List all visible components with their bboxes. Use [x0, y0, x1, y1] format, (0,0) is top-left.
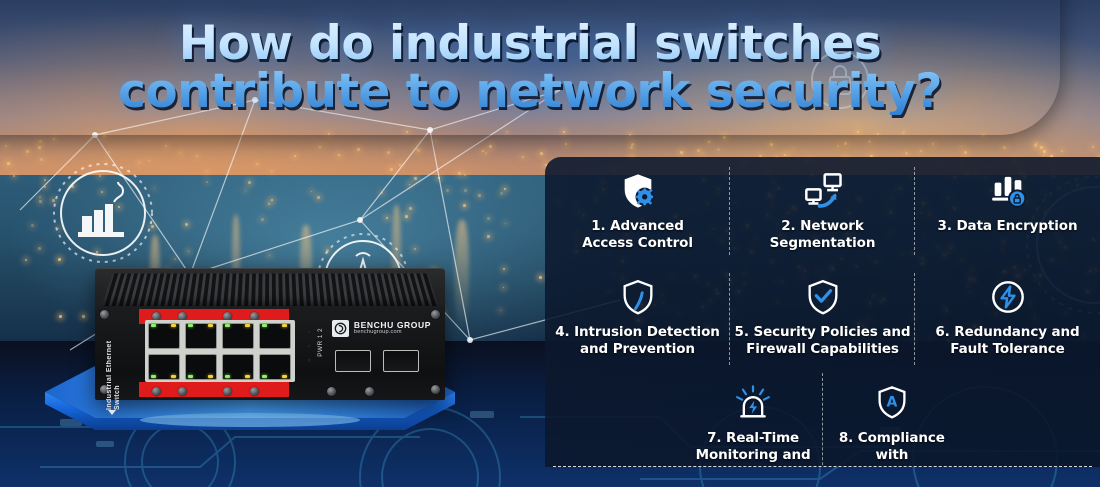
brand-mark: BENCHU GROUP benchugroup.com [332, 320, 431, 337]
port-led-link [151, 375, 156, 378]
port-led-act [245, 324, 250, 327]
sfp-slot [383, 350, 419, 372]
port-led-act [171, 324, 176, 327]
device-side-label-line2: Switch [114, 326, 121, 410]
feature-label-4: 4. Intrusion Detection and Prevention [555, 324, 720, 359]
svg-text:A: A [886, 394, 897, 410]
port-led-link [262, 324, 267, 327]
features-row-1: 1. Advanced Access Control [545, 157, 1100, 263]
feature-card-1[interactable]: 1. Advanced Access Control [545, 157, 730, 263]
feature-label-7: 7. Real-Time Monitoring and Alerts [684, 430, 823, 467]
feature-card-2[interactable]: 2. Network Segmentation [730, 157, 915, 263]
features-row-3: 7. Real-Time Monitoring and Alerts A 8. … [545, 373, 1100, 467]
port-led-link [188, 324, 193, 327]
page-title-line1: How do industrial switches [179, 16, 881, 71]
shield-letter-a-icon: A [874, 383, 910, 423]
brand-url: benchugroup.com [354, 330, 431, 336]
shield-slash-icon [619, 277, 657, 317]
feature-card-3[interactable]: 3. Data Encryption [915, 157, 1100, 263]
panel-screw [223, 387, 232, 396]
panel-screw [250, 387, 259, 396]
power-label: PWR 1 2 [317, 328, 324, 357]
page-title-line2: contribute to network security? [118, 68, 942, 116]
port-led-act [282, 375, 287, 378]
chassis-screw [431, 310, 440, 319]
device-side-label: Industrial Ethernet Switch [106, 326, 121, 410]
panel-screw [327, 387, 336, 396]
status-led [307, 330, 311, 334]
shield-check-icon [804, 277, 842, 317]
port-led-act [171, 375, 176, 378]
feature-label-6: 6. Redundancy and Fault Tolerance [935, 324, 1079, 359]
port-led-act [208, 324, 213, 327]
accent-bar-bottom [139, 382, 289, 397]
panel-screw [365, 387, 374, 396]
feature-card-7[interactable]: 7. Real-Time Monitoring and Alerts [684, 373, 823, 467]
heat-sink-fins [101, 273, 439, 308]
ethernet-port-block [145, 320, 295, 382]
feature-card-6[interactable]: 6. Redundancy and Fault Tolerance [915, 263, 1100, 373]
row3-spacer [545, 373, 684, 467]
port-led-link [262, 375, 267, 378]
feature-label-1: 1. Advanced Access Control [582, 218, 693, 253]
device-side-label-line1: Industrial Ethernet [106, 326, 113, 410]
panel-screw [178, 387, 187, 396]
chassis-screw [100, 310, 109, 319]
industrial-switch-product: Industrial Ethernet Switch PWR 1 2 [95, 268, 465, 443]
feature-label-5: 5. Security Policies and Firewall Capabi… [735, 324, 911, 359]
port-led-act [208, 375, 213, 378]
port-led-link [225, 324, 230, 327]
factory-circle-icon [48, 158, 158, 268]
triangle-marker-icon [108, 410, 116, 415]
switch-chassis: Industrial Ethernet Switch PWR 1 2 [95, 268, 445, 400]
sfp-slot [335, 350, 371, 372]
features-panel: 1. Advanced Access Control [545, 157, 1100, 467]
feature-label-8: 8. Compliance with Security Standards [823, 430, 962, 467]
chassis-screw [431, 385, 440, 394]
network-segmentation-icon [801, 171, 845, 211]
data-lock-icon [988, 171, 1028, 211]
benchu-logo-icon [332, 320, 349, 337]
status-led [307, 344, 311, 348]
port-led-link [188, 375, 193, 378]
row3-spacer-right [961, 373, 1100, 467]
feature-label-2: 2. Network Segmentation [770, 218, 876, 253]
features-row-2: 4. Intrusion Detection and Prevention 5.… [545, 263, 1100, 373]
port-led-act [282, 324, 287, 327]
bolt-circle-icon [989, 277, 1027, 317]
alarm-siren-icon [733, 383, 773, 423]
port-led-link [151, 324, 156, 327]
page-title: How do industrial switches contribute to… [118, 20, 942, 116]
status-led [307, 358, 311, 362]
switch-front-panel: Industrial Ethernet Switch PWR 1 2 [95, 306, 445, 400]
feature-card-4[interactable]: 4. Intrusion Detection and Prevention [545, 263, 730, 373]
feature-label-3: 3. Data Encryption [938, 218, 1078, 235]
shield-gear-icon [618, 171, 658, 211]
panel-screw [152, 387, 161, 396]
port-led-link [225, 375, 230, 378]
feature-card-5[interactable]: 5. Security Policies and Firewall Capabi… [730, 263, 915, 373]
feature-card-8[interactable]: A 8. Compliance with Security Standards [823, 373, 962, 467]
header-banner: How do industrial switches contribute to… [0, 0, 1060, 135]
port-led-act [245, 375, 250, 378]
